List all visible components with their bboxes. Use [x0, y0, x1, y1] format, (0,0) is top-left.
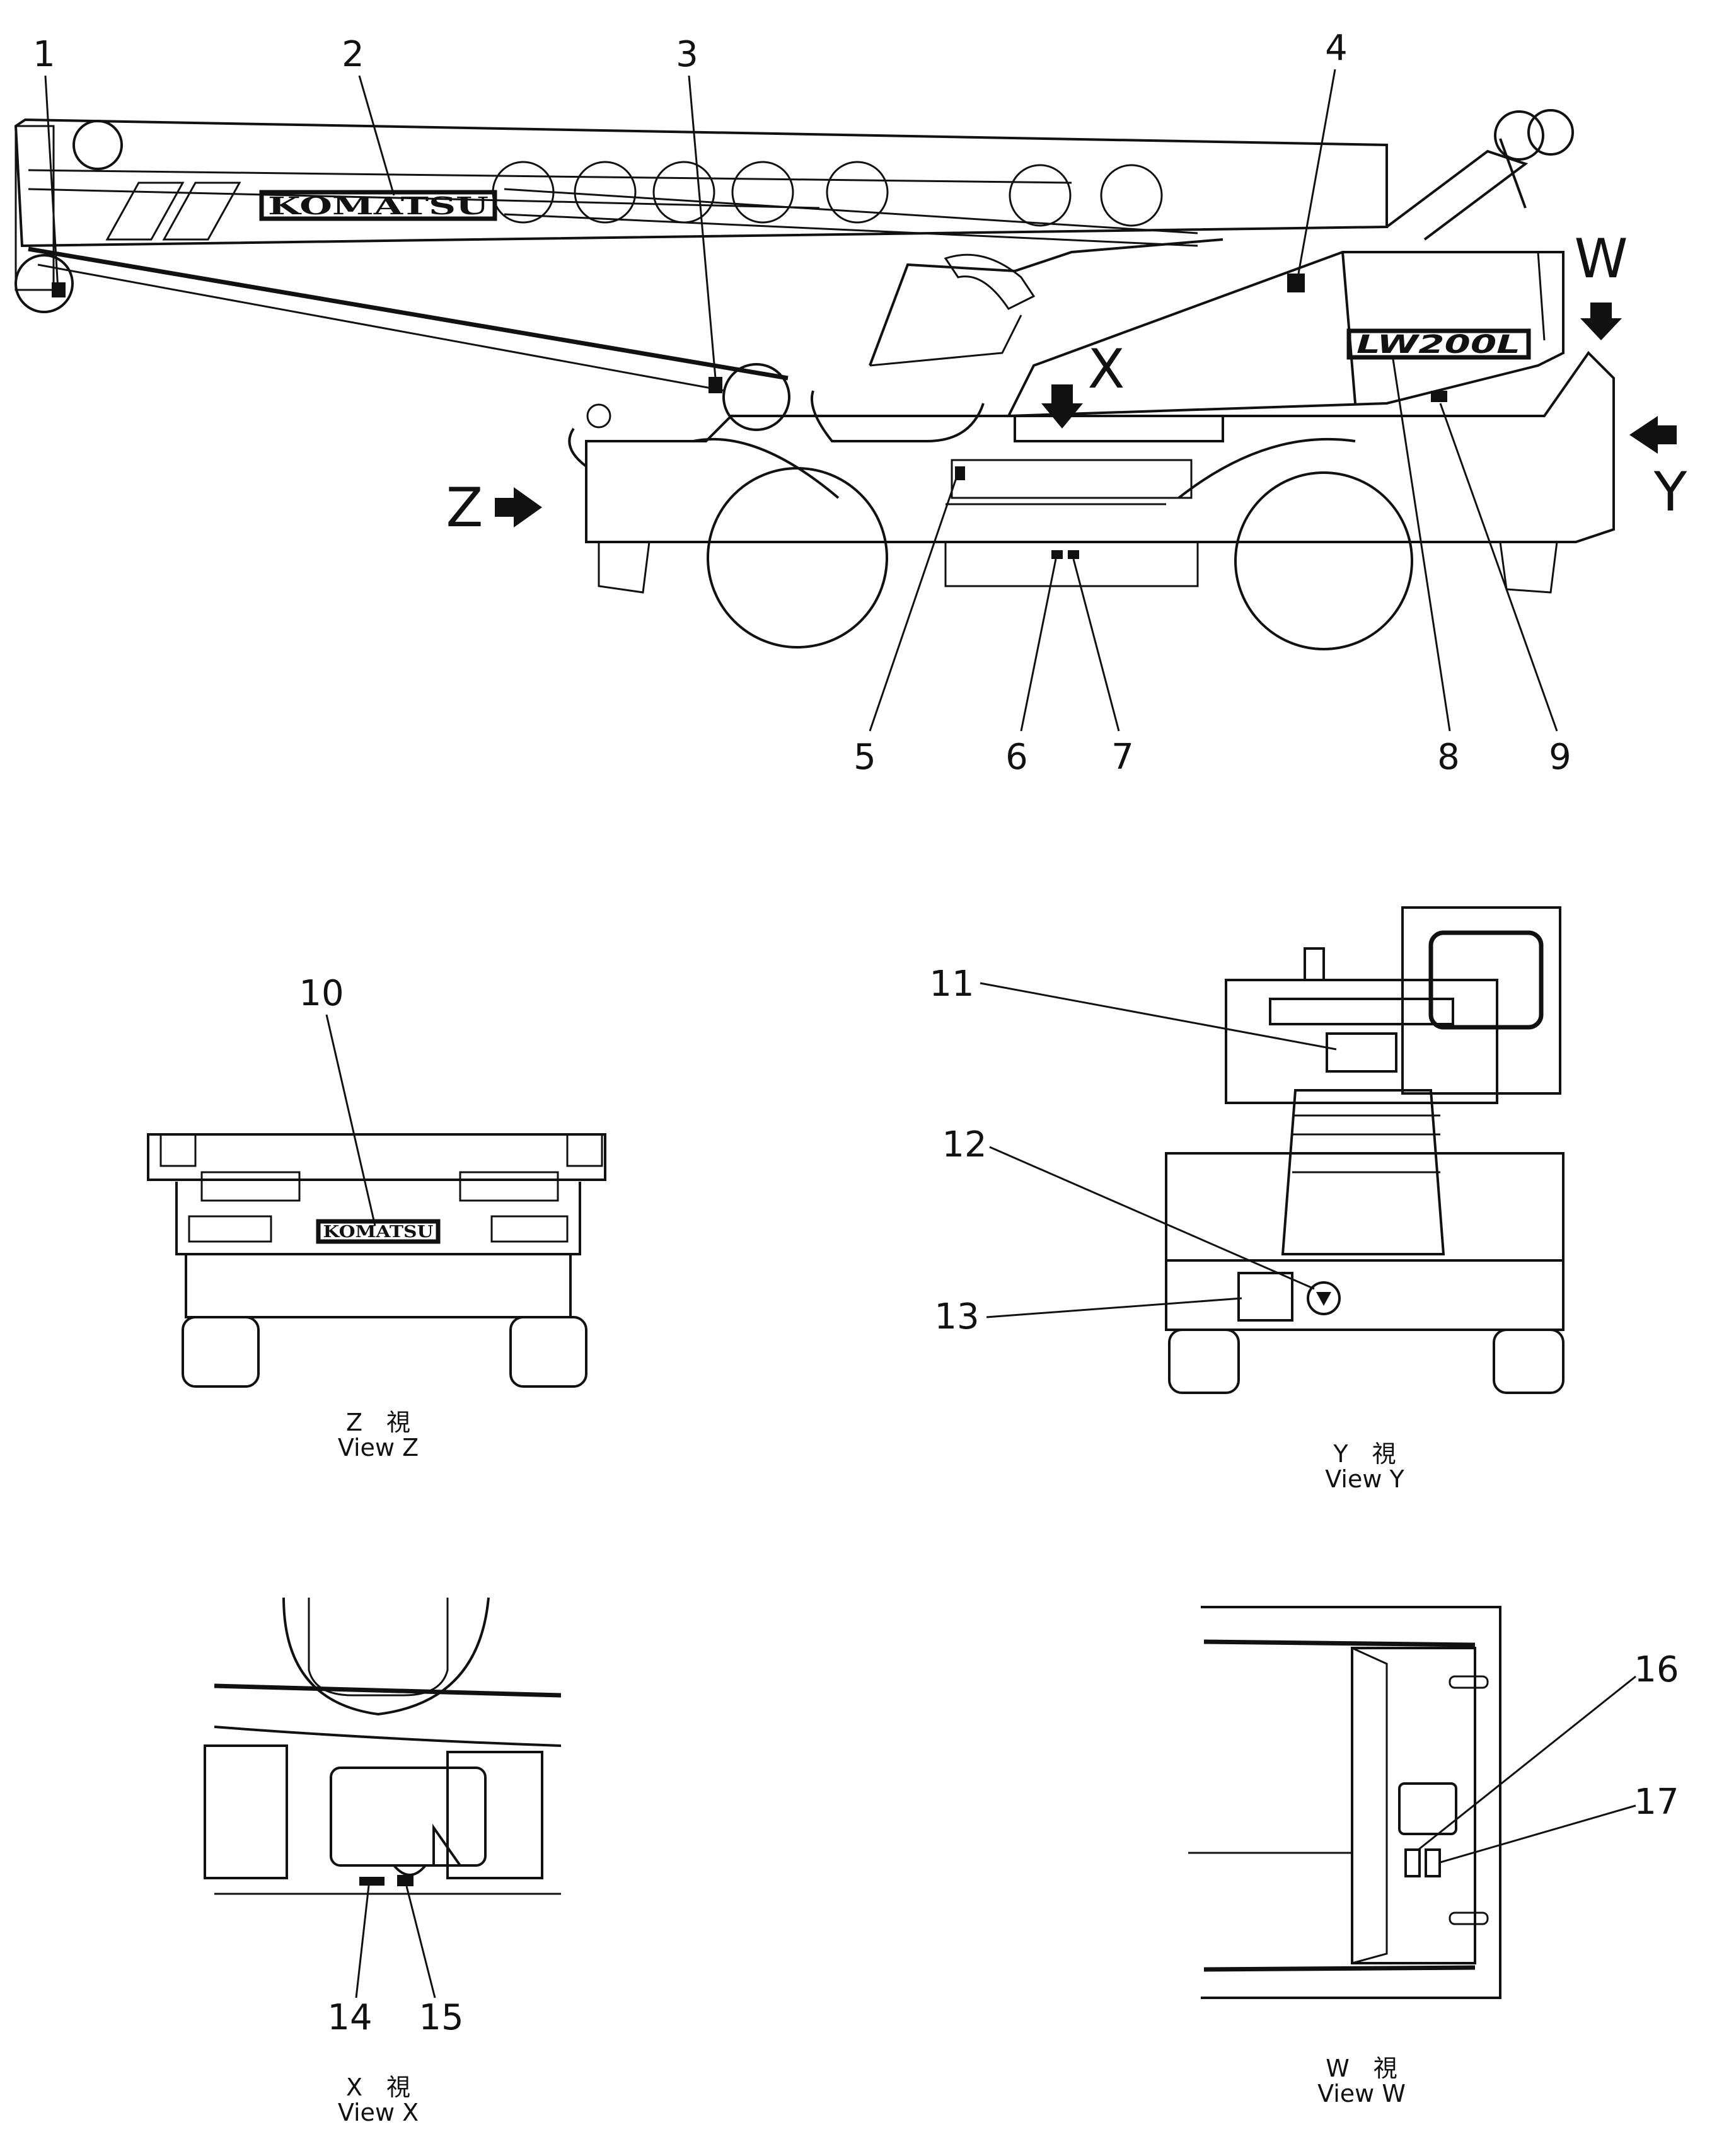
- decal-3-marker: [709, 377, 722, 393]
- callout-16: 16: [1634, 1649, 1679, 1690]
- view-x: 14 15 X 視 View X: [204, 1597, 562, 2126]
- view-z-caption-en: View Z: [338, 1434, 419, 1461]
- boom-brand-plate: [259, 190, 497, 221]
- callout-11: 11: [929, 964, 974, 1005]
- view-x-caption-en: View X: [338, 2099, 419, 2126]
- front-brand-plate: [316, 1219, 441, 1244]
- view-w: 16 17 W 視 View W: [1188, 1606, 1679, 2107]
- view-w-caption-jp: W 視: [1326, 2055, 1397, 2082]
- arrow-x-icon: [1041, 384, 1083, 429]
- callout-8: 8: [1437, 737, 1460, 778]
- view-y: 11 12 13 Y 視 View Y: [929, 906, 1565, 1493]
- view-x-caption-jp: X 視: [346, 2073, 410, 2101]
- callout-14: 14: [327, 1997, 372, 2038]
- callout-9: 9: [1549, 737, 1571, 778]
- view-z: KOMATSU 10 Z 視 View Z: [147, 973, 606, 1461]
- callout-3: 3: [676, 34, 698, 75]
- view-z-caption-jp: Z 視: [346, 1409, 410, 1436]
- arrow-z-icon: [495, 487, 542, 527]
- view-arrows: W X Y Z: [446, 228, 1687, 539]
- front-brand-text: KOMATSU: [323, 1223, 434, 1242]
- arrow-x-label: X: [1088, 338, 1125, 401]
- callout-1: 1: [33, 34, 55, 75]
- callout-13: 13: [934, 1296, 979, 1337]
- side-view-callouts: 1 2 3 4 5 6 7 8 9: [33, 28, 1571, 778]
- callout-17: 17: [1634, 1782, 1679, 1823]
- callout-4: 4: [1325, 28, 1348, 69]
- boom: KOMATSU: [14, 118, 1388, 392]
- decal-12-triangle-icon: [1316, 1292, 1331, 1306]
- decal-4-marker: [1287, 274, 1305, 292]
- callout-6: 6: [1005, 737, 1028, 778]
- callout-5: 5: [853, 737, 876, 778]
- decal-12-marker: [1307, 1281, 1341, 1315]
- decal-7-marker: [1068, 550, 1079, 559]
- callout-12: 12: [942, 1124, 986, 1165]
- decal-6-marker: [1051, 550, 1063, 559]
- view-y-caption-jp: Y 視: [1333, 1440, 1396, 1468]
- top-sheave: [1385, 109, 1574, 241]
- callout-2: 2: [342, 34, 364, 75]
- arrow-y-label: Y: [1653, 461, 1687, 524]
- arrow-y-icon: [1629, 416, 1677, 454]
- view-y-caption-en: View Y: [1325, 1465, 1404, 1493]
- decal-17-marker: [1425, 1848, 1441, 1877]
- boom-brand-text: KOMATSU: [268, 192, 489, 220]
- view-w-caption-en: View W: [1317, 2080, 1406, 2107]
- arrow-w-icon: [1580, 303, 1622, 340]
- model-badge-text: LW200L: [1356, 330, 1520, 359]
- carrier: [568, 350, 1615, 650]
- callout-10: 10: [299, 973, 344, 1014]
- decal-9-marker: [1431, 391, 1447, 402]
- decal-11-marker: [1326, 1032, 1397, 1073]
- decal-15-marker: [397, 1875, 414, 1886]
- arrow-w-label: W: [1574, 228, 1628, 291]
- decal-14-marker: [359, 1877, 385, 1886]
- side-view: KOMATSU LW200L: [14, 28, 1687, 778]
- decal-1-marker: [52, 282, 66, 297]
- decal-13-marker: [1237, 1272, 1293, 1322]
- arrow-z-label: Z: [446, 476, 483, 539]
- decal-16-marker: [1404, 1848, 1421, 1877]
- model-badge: [1346, 328, 1531, 360]
- callout-15: 15: [419, 1997, 463, 2038]
- callout-7: 7: [1111, 737, 1134, 778]
- house: LW200L: [811, 238, 1565, 442]
